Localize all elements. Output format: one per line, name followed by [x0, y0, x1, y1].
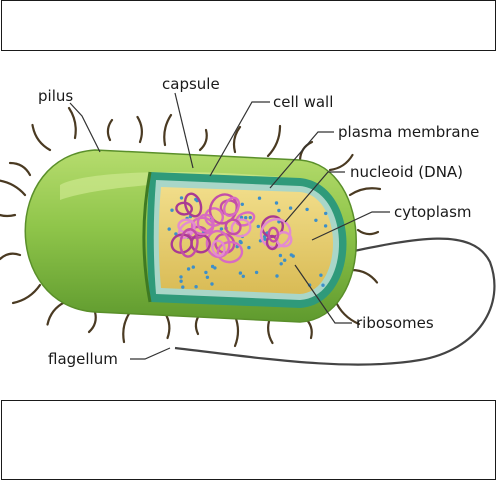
nucleoid-dna: [170, 192, 293, 264]
dna-loop: [267, 226, 280, 243]
dna-loop: [177, 218, 196, 234]
ribosome: [194, 285, 198, 289]
ribosome: [314, 218, 318, 222]
answer-box-top[interactable]: [1, 0, 496, 51]
ribosome: [323, 224, 328, 228]
dna-loop: [179, 228, 199, 258]
label-cell-wall: cell wall: [273, 93, 333, 111]
ribosome: [167, 227, 171, 231]
ribosome: [179, 275, 183, 279]
pilus-strand: [11, 283, 42, 305]
dna-loop: [235, 211, 256, 227]
ribosome: [319, 273, 323, 277]
ribosome: [283, 258, 287, 262]
ribosome: [205, 275, 210, 279]
ribosome: [288, 206, 293, 210]
ribosome: [279, 262, 283, 266]
ribosome: [277, 208, 281, 213]
ribosome: [194, 197, 198, 202]
ribosome: [256, 224, 260, 229]
pilus-strand: [198, 128, 208, 152]
pilus-strand: [348, 187, 382, 197]
pilus-strand: [356, 228, 380, 236]
pilus-strand: [0, 213, 17, 218]
ribosome: [263, 237, 267, 241]
ribosome: [210, 282, 214, 286]
ribosome: [191, 265, 195, 269]
dna-loop: [175, 201, 193, 216]
ribosome: [274, 201, 279, 205]
ribosome: [170, 208, 174, 212]
ribosome: [239, 215, 244, 220]
flagellum: [174, 237, 496, 366]
pili-group: [0, 106, 382, 348]
pilus-strand: [31, 123, 52, 152]
pilus-strand: [267, 316, 274, 345]
pilus-strand: [8, 161, 32, 177]
ribosome: [289, 253, 293, 257]
dna-loop: [230, 218, 252, 238]
ribosome: [238, 271, 243, 275]
pilus-strand: [266, 124, 282, 158]
ribosome: [305, 207, 309, 212]
label-nucleoid: nucleoid (DNA): [350, 163, 463, 181]
pilus-strand: [0, 252, 22, 261]
ribosome: [186, 267, 191, 271]
dna-loop: [204, 207, 224, 227]
pilus-strand: [163, 311, 171, 340]
ribosome: [277, 220, 281, 224]
pilus-strand: [233, 314, 240, 348]
ribosome: [247, 245, 251, 250]
dna-loop: [196, 213, 215, 233]
pilus-strand: [328, 153, 354, 172]
ribosome: [244, 216, 248, 220]
ribosome: [248, 215, 252, 220]
ribosome: [321, 283, 325, 287]
dna-loop: [170, 233, 193, 254]
ribosome: [238, 239, 242, 244]
label-pilus: pilus: [38, 87, 73, 105]
answer-box-bottom[interactable]: [1, 400, 496, 480]
leader-lines: [69, 92, 390, 360]
label-cytoplasm: cytoplasm: [394, 203, 472, 221]
ribosome: [278, 253, 283, 258]
ribosome: [219, 227, 224, 231]
dna-loop: [211, 239, 226, 257]
pilus-strand: [163, 113, 173, 147]
pilus-strand: [67, 106, 77, 140]
label-ribosomes: ribosomes: [356, 314, 434, 332]
ribosome: [210, 264, 215, 269]
ribosome: [257, 196, 262, 200]
cytoplasm-region: [158, 187, 333, 294]
dna-loop: [183, 192, 203, 218]
label-plasma-membrane: plasma membrane: [338, 123, 479, 141]
ribosome: [254, 270, 259, 275]
ribosome: [181, 285, 185, 289]
pilus-strand: [122, 310, 132, 344]
cell-body: [24, 149, 357, 323]
pilus-strand: [0, 179, 27, 197]
pilus-strand: [136, 115, 143, 144]
ribosome: [324, 211, 328, 216]
ribosome: [240, 202, 244, 206]
cut-edge: [142, 171, 152, 303]
ribosome: [275, 274, 279, 278]
pilus-strand: [46, 300, 67, 326]
ribosome: [204, 270, 208, 275]
label-flagellum: flagellum: [48, 350, 118, 368]
dna-loop: [223, 196, 241, 217]
label-capsule: capsule: [162, 75, 220, 93]
pilus-strand: [87, 310, 97, 334]
ribosome: [179, 196, 184, 200]
dna-loop: [205, 229, 231, 259]
pilus-strand: [106, 118, 114, 142]
pilus-strand: [232, 125, 242, 154]
ribosome: [241, 274, 245, 278]
pilus-strand: [350, 268, 379, 284]
ribosome: [179, 279, 183, 283]
